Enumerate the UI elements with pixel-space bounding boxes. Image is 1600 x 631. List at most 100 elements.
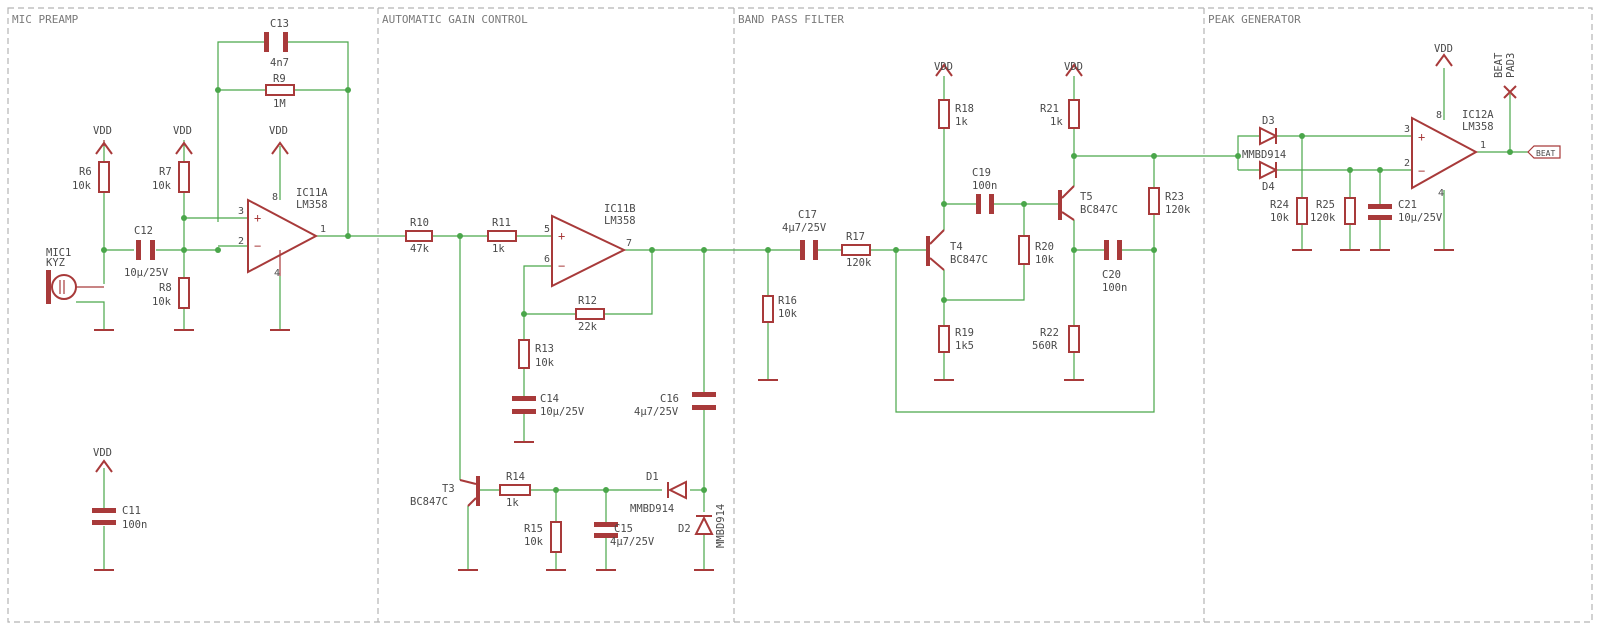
ground-ic11a bbox=[270, 276, 290, 331]
section-title-agc: AUTOMATIC GAIN CONTROL bbox=[382, 13, 528, 26]
transistor-t4 bbox=[926, 229, 945, 271]
opamp-ic11b bbox=[551, 214, 627, 288]
c14-label: C14 bbox=[540, 393, 559, 405]
c20-label: C20 bbox=[1102, 269, 1121, 281]
d3-value: MMBD914 bbox=[1242, 149, 1286, 161]
opamp-ic11a bbox=[247, 198, 319, 276]
resistor-r21 bbox=[1068, 99, 1080, 129]
vdd-r7 bbox=[175, 141, 193, 155]
t3-value: BC847C bbox=[410, 496, 448, 508]
resistor-r12 bbox=[575, 308, 605, 320]
diode-d2 bbox=[694, 515, 714, 571]
ic12a-plus-sign: + bbox=[1418, 130, 1425, 144]
vdd-label-c11: VDD bbox=[93, 447, 112, 459]
c11-value: 100n bbox=[122, 519, 147, 531]
vdd-label-r18: VDD bbox=[934, 61, 953, 73]
r17-label: R17 bbox=[846, 231, 865, 243]
r19-label: R19 bbox=[955, 327, 974, 339]
c17-label: C17 bbox=[798, 209, 817, 221]
resistor-r9 bbox=[265, 84, 295, 96]
ic11a-pin-2: 2 bbox=[238, 236, 244, 247]
resistor-r8 bbox=[178, 277, 190, 309]
r24-label: R24 bbox=[1270, 199, 1289, 211]
ic11b-minus-sign: − bbox=[558, 259, 565, 273]
r16-label: R16 bbox=[778, 295, 797, 307]
resistor-r25 bbox=[1344, 197, 1356, 225]
resistor-r22 bbox=[1068, 325, 1080, 353]
resistor-r13 bbox=[518, 339, 530, 369]
capacitor-c16 bbox=[692, 392, 716, 410]
mic1-label: MIC1 bbox=[46, 247, 71, 259]
pad3-name: BEAT bbox=[1493, 52, 1505, 78]
c12-value: 10µ/25V bbox=[124, 267, 169, 279]
r6-value: 10k bbox=[72, 180, 92, 192]
r24-value: 10k bbox=[1270, 212, 1290, 224]
d1-value: MMBD914 bbox=[630, 503, 674, 515]
t5-value: BC847C bbox=[1080, 204, 1118, 216]
r16-value: 10k bbox=[778, 308, 798, 320]
resistor-r18 bbox=[938, 99, 950, 129]
r25-value: 120k bbox=[1310, 212, 1336, 224]
resistor-r20 bbox=[1018, 235, 1030, 265]
ic12a-pin-8: 8 bbox=[1436, 110, 1442, 121]
c14-value: 10µ/25V bbox=[540, 406, 585, 418]
r9-label: R9 bbox=[273, 73, 286, 85]
r7-value: 10k bbox=[152, 180, 172, 192]
r13-value: 10k bbox=[535, 357, 555, 369]
agc-junctions bbox=[457, 233, 707, 493]
ic11a-pin-4: 4 bbox=[274, 268, 280, 279]
ic12a-minus-sign: − bbox=[1418, 164, 1425, 178]
r11-value: 1k bbox=[492, 243, 505, 255]
c19-label: C19 bbox=[972, 167, 991, 179]
peak-wires bbox=[1230, 68, 1528, 250]
section-title-band-pass: BAND PASS FILTER bbox=[738, 13, 844, 26]
c15-value: 4µ7/25V bbox=[610, 536, 655, 548]
r19-value: 1k5 bbox=[955, 340, 974, 352]
ic11b-pin-7: 7 bbox=[626, 238, 632, 249]
bpf-wires bbox=[762, 76, 1230, 413]
resistor-r23 bbox=[1148, 187, 1160, 215]
capacitor-c20 bbox=[1104, 240, 1122, 260]
c21-label: C21 bbox=[1398, 199, 1417, 211]
d1-label: D1 bbox=[646, 471, 659, 483]
ic11a-type: LM358 bbox=[296, 199, 328, 211]
ic11b-label: IC11B bbox=[604, 203, 636, 215]
bpf-junctions bbox=[765, 153, 1157, 303]
peak-junctions bbox=[1235, 133, 1513, 173]
r21-value: 1k bbox=[1050, 116, 1063, 128]
c15-label: C15 bbox=[614, 523, 633, 535]
t4-label: T4 bbox=[950, 241, 963, 253]
vdd-label-r7: VDD bbox=[173, 125, 192, 137]
resistor-r15 bbox=[550, 521, 562, 553]
r25-label: R25 bbox=[1316, 199, 1335, 211]
r23-label: R23 bbox=[1165, 191, 1184, 203]
ic12a-pin-1: 1 bbox=[1480, 140, 1486, 151]
vdd-ic11a bbox=[271, 141, 289, 200]
r20-label: R20 bbox=[1035, 241, 1054, 253]
vdd-label-ic11a: VDD bbox=[269, 125, 288, 137]
mic-preamp-wires bbox=[76, 41, 406, 570]
vdd-label-r21: VDD bbox=[1064, 61, 1083, 73]
capacitor-c21 bbox=[1368, 204, 1392, 251]
vdd-r6 bbox=[95, 140, 113, 155]
ic11a-minus-sign: − bbox=[254, 239, 261, 253]
resistor-r11 bbox=[487, 230, 517, 242]
r10-value: 47k bbox=[410, 243, 430, 255]
vdd-label-r6: VDD bbox=[93, 125, 112, 137]
r22-label: R22 bbox=[1040, 327, 1059, 339]
d2-value: MMBD914 bbox=[715, 504, 727, 548]
r14-label: R14 bbox=[506, 471, 525, 483]
ic11a-pin-1: 1 bbox=[320, 224, 326, 235]
c12-label: C12 bbox=[134, 225, 153, 237]
resistor-r16 bbox=[762, 295, 774, 323]
r9-value: 1M bbox=[273, 98, 286, 110]
ic12a-label: IC12A bbox=[1462, 109, 1494, 121]
ic11a-pin-8: 8 bbox=[272, 192, 278, 203]
vdd-c11 bbox=[95, 459, 113, 473]
mic1-value: KYZ bbox=[46, 257, 65, 269]
ic11b-pin-6: 6 bbox=[544, 254, 550, 265]
r14-value: 1k bbox=[506, 497, 519, 509]
beat-net-flag-label: BEAT bbox=[1536, 149, 1555, 158]
resistor-r14 bbox=[499, 484, 531, 496]
